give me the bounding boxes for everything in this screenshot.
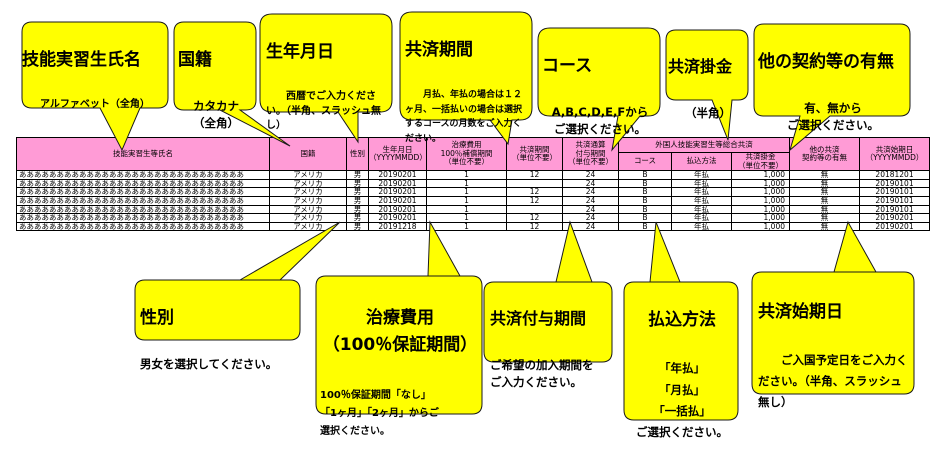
callout-name-title: 技能実習生氏名	[22, 50, 141, 71]
callout-course: コース A,B,C,D,E,Fから ご選択ください。	[542, 32, 658, 161]
callout-bubble-birth	[259, 13, 393, 144]
callout-start-title: 共済始期日	[758, 302, 843, 323]
callout-period: 共済期間 月払、年払の場合は１２ヶ月、一括払いの場合は選択するコースの月数をご入…	[405, 16, 529, 169]
callout-premium-body: （半角）	[685, 106, 731, 121]
callout-sex: 性別 男女を選択してください。	[140, 284, 298, 396]
header-medical: 治療費用 100％補償期間 （単位不要）	[426, 136, 507, 172]
callout-sex-title: 性別	[140, 308, 174, 329]
header-period: 共済期間 （単位不要）	[506, 136, 563, 172]
callout-bubble-name	[21, 21, 169, 152]
callout-shapes	[21, 11, 915, 421]
callout-premium-title: 共済掛金	[668, 57, 733, 77]
callout-grant-body: ご希望の加入期間を ご入力ください。	[490, 358, 594, 389]
callout-grant-title: 共済付与期間	[490, 309, 587, 329]
callout-nationality: 国籍 カタカナ （全角）	[178, 26, 254, 155]
callout-bubble-medical	[315, 220, 483, 415]
callout-birth-title: 生年月日	[266, 42, 334, 63]
callout-course-title: コース	[542, 56, 593, 77]
header-group: 外国人技能実習生等総合共済	[617, 137, 791, 153]
callout-period-body: 月払、年払の場合は１２ヶ月、一括払いの場合は選択するコースの月数をご入力ください…	[405, 90, 523, 144]
callout-start-body: ご入国予定日をご入力ください。（半角、スラッシュ無し）	[758, 353, 908, 409]
header-premium: 共済掛金 （単位不要）	[730, 151, 791, 172]
callout-medical-title: 治療費用 （100％保証期間）	[322, 308, 478, 356]
callout-payment-body: 「年払」 「月払」 「一括払」 ご選択ください。	[636, 361, 728, 440]
table-row: ああああああああああああああああああああああああああああああ アメリカ 男 20…	[16, 170, 930, 180]
callout-other: 他の契約等の有無 有、無から ご選択ください。	[758, 28, 908, 157]
callout-grant: 共済付与期間 ご希望の加入期間を ご入力ください。	[490, 286, 610, 414]
callout-start: 共済始期日 ご入国予定日をご入力ください。（半角、スラッシュ無し）	[758, 278, 910, 436]
callout-payment-title: 払込方法	[648, 310, 716, 331]
cell-premium[interactable]: 1,000	[730, 221, 791, 232]
callout-other-body: 有、無から ご選択ください。	[787, 101, 879, 133]
callout-name: 技能実習生氏名 アルファベット（全角）	[22, 26, 168, 136]
table-row: ああああああああああああああああああああああああああああああ アメリカ 男 20…	[16, 178, 930, 189]
header-other: 他の共済 契約等の有無	[789, 136, 861, 172]
table-row: ああああああああああああああああああああああああああああああ アメリカ 男 20…	[16, 213, 930, 223]
callout-bubble-period	[399, 11, 533, 146]
header-birth: 生年月日 （YYYYMMDD）	[368, 136, 427, 172]
header-course: コース	[618, 151, 672, 172]
callout-birth-body: 西暦でご入力ください。（半角、スラッシュ無し）	[266, 91, 381, 132]
callout-bubble-nationality	[173, 21, 291, 147]
callout-course-body: A,B,C,D,E,Fから ご選択ください。	[551, 105, 649, 137]
table-subheader-row: コース 払込方法 共済掛金 （単位不要）	[17, 151, 930, 172]
callout-bubble-payment	[623, 221, 739, 421]
callout-bubble-start	[751, 220, 915, 395]
table-header-row: 技能実習生等氏名 国籍 性別 生年月日 （YYYYMMDD） 治療費用 100％…	[16, 136, 930, 172]
callout-bubble-sex	[134, 221, 341, 341]
callout-medical-body: 100％保証期間「なし」 「1ヶ月」「2ヶ月」からご 選択ください。	[320, 389, 439, 437]
callout-bubble-course	[537, 27, 661, 152]
callout-nationality-title: 国籍	[178, 50, 212, 71]
insurance-table: 技能実習生等氏名 国籍 性別 生年月日 （YYYYMMDD） 治療費用 100％…	[16, 136, 930, 232]
header-grant: 共済通算 付与期間 （単位不要）	[562, 136, 619, 172]
callout-name-body: アルファベット（全角）	[40, 99, 150, 111]
header-payment: 払込方法	[671, 151, 732, 172]
header-name: 技能実習生等氏名	[16, 136, 270, 172]
callout-birth: 生年月日 西暦でご入力ください。（半角、スラッシュ無し）	[266, 18, 390, 157]
callout-premium: 共済掛金 （半角）	[668, 34, 748, 145]
callout-medical: 治療費用 （100％保証期間） 100％保証期間「なし」 「1ヶ月」「2ヶ月」か…	[320, 282, 480, 464]
callout-payment: 払込方法 「年払」 「月払」 「一括払」 ご選択ください。	[628, 286, 736, 467]
callout-bubble-premium	[665, 29, 749, 141]
table-row: ああああああああああああああああああああああああああああああ アメリカ 男 20…	[16, 221, 930, 232]
cell-start[interactable]: 20190201	[859, 221, 930, 232]
callout-sex-body: 男女を選択してください。	[140, 357, 278, 372]
header-start: 共済始期日 （YYYYMMDD）	[859, 136, 930, 172]
callout-bubble-other	[753, 23, 911, 152]
callout-nationality-body: カタカナ （全角）	[193, 99, 239, 131]
callout-bubble-grant	[483, 220, 613, 363]
callout-other-title: 他の契約等の有無	[758, 52, 894, 73]
callout-period-title: 共済期間	[405, 40, 473, 61]
